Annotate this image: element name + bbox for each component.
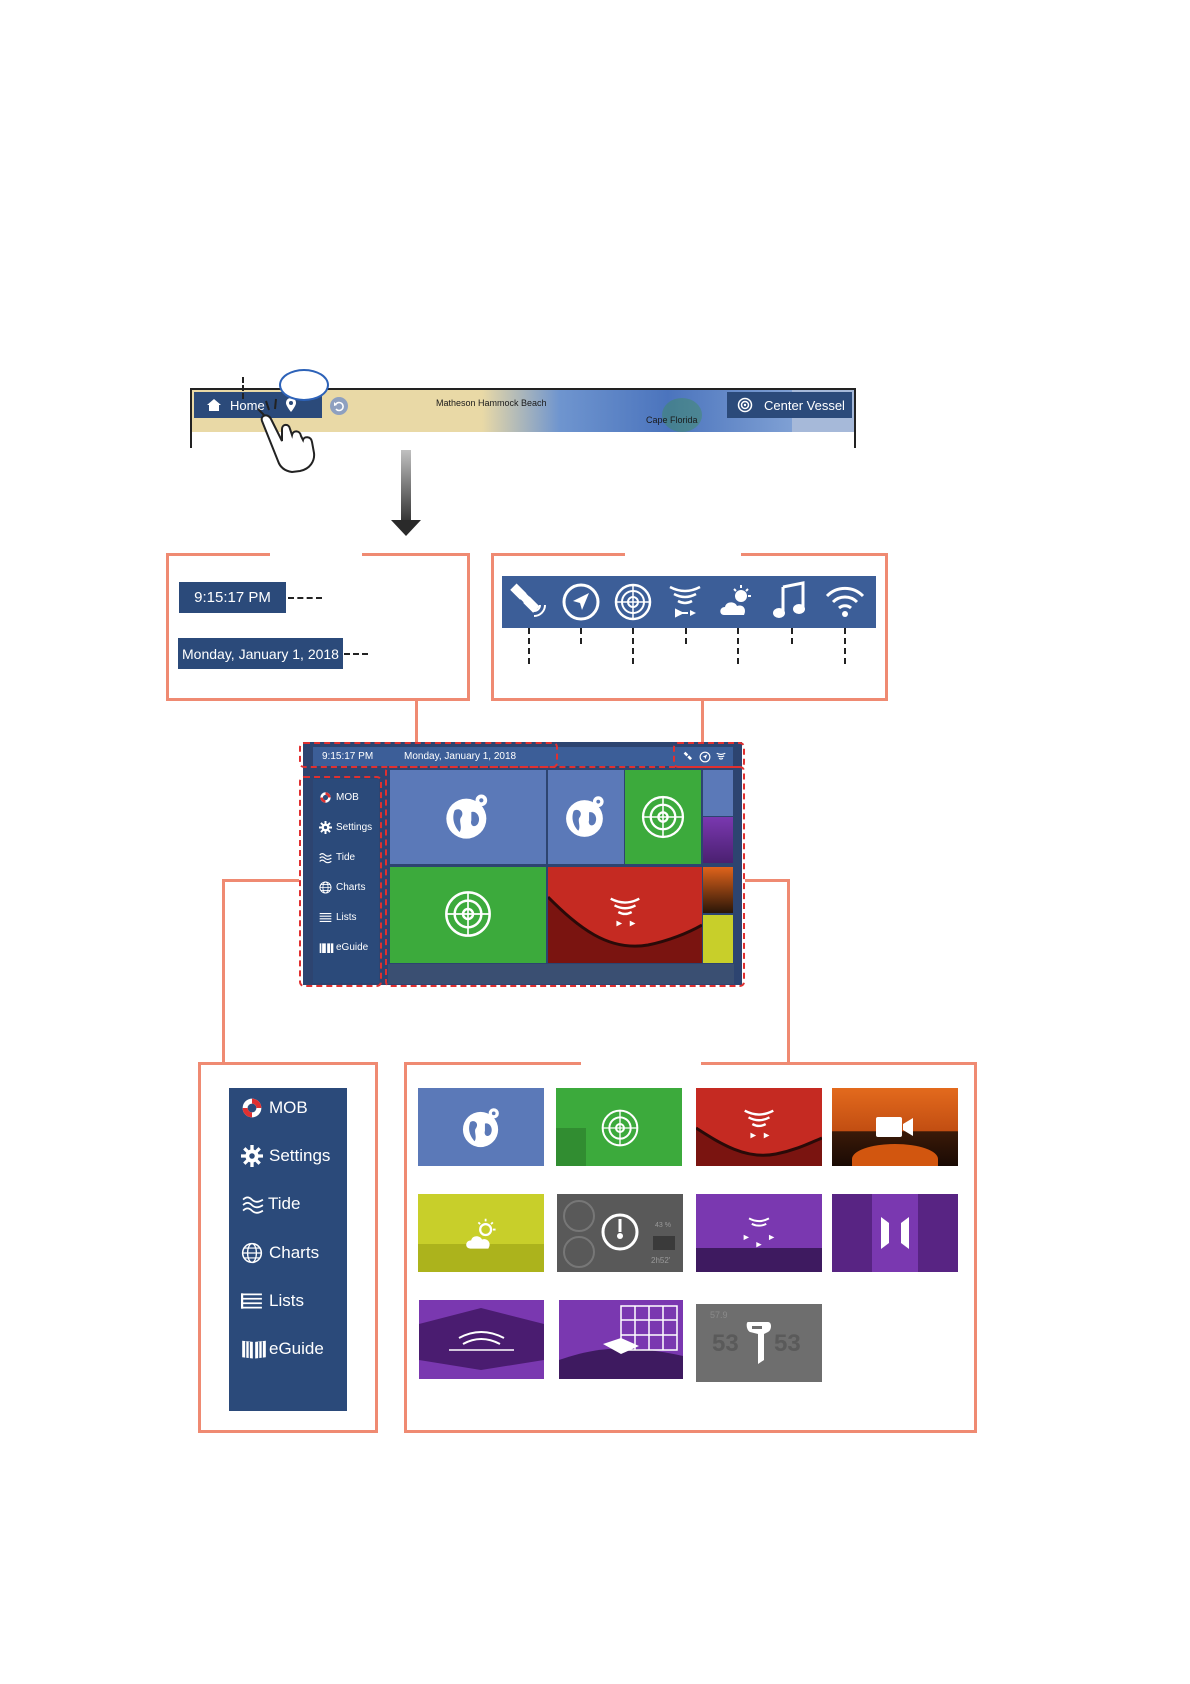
center-vessel-label: Center Vessel xyxy=(764,398,845,413)
weather-icon xyxy=(716,581,758,623)
app-side-scan[interactable] xyxy=(832,1194,958,1272)
list-icon xyxy=(241,1290,263,1312)
app-camera[interactable] xyxy=(832,1088,958,1166)
connector-apps-v xyxy=(787,879,790,1064)
app-chart-radar[interactable] xyxy=(556,1088,682,1166)
status-box-title-gap xyxy=(625,551,741,556)
time-callout-line xyxy=(288,597,322,599)
status-callout-3 xyxy=(632,628,634,664)
status-callout-7 xyxy=(844,628,846,664)
center-vessel-button[interactable]: Center Vessel xyxy=(727,392,852,418)
target-icon xyxy=(737,397,753,413)
connector-menu-h xyxy=(222,879,299,882)
app-engine[interactable]: 57.9 53 53 xyxy=(696,1304,822,1382)
menu-eguide[interactable]: eGuide xyxy=(241,1338,324,1360)
home-icon xyxy=(206,398,222,412)
app-chart[interactable] xyxy=(418,1088,544,1166)
sonar-fish-icon xyxy=(739,1105,779,1145)
globe-pin-icon xyxy=(460,1106,504,1150)
tide-waves-icon xyxy=(241,1193,265,1215)
side-scan-icon xyxy=(875,1213,915,1253)
outboard-motor-icon xyxy=(744,1320,774,1366)
highlight-app-area xyxy=(385,766,745,987)
down-scan-fan xyxy=(419,1300,544,1379)
menu-eguide-label: eGuide xyxy=(269,1339,324,1359)
time-value: 9:15:17 PM xyxy=(194,589,271,606)
connector-apps-h xyxy=(745,879,790,882)
radar-globe-icon xyxy=(600,1108,640,1148)
menu-lists[interactable]: Lists xyxy=(241,1290,304,1312)
datetime-box-title-gap xyxy=(270,551,362,556)
menu-settings-label: Settings xyxy=(269,1146,330,1166)
menu-mob[interactable]: MOB xyxy=(241,1097,308,1119)
date-callout-line xyxy=(344,653,368,655)
highlight-status-icons xyxy=(673,742,745,768)
sidescan-fish-icon xyxy=(738,1213,780,1251)
engine-value-left: 53 xyxy=(712,1330,739,1358)
instrument-percent: 43 % xyxy=(655,1222,671,1229)
instrument-time: 2h52' xyxy=(651,1256,670,1265)
radar-icon xyxy=(612,581,654,623)
status-callout-6 xyxy=(791,628,793,644)
apps-box-title-gap xyxy=(581,1060,701,1065)
down-arrow-head xyxy=(391,520,421,536)
menu-lists-label: Lists xyxy=(269,1291,304,1311)
video-camera-icon xyxy=(875,1115,915,1139)
navigation-icon xyxy=(560,581,602,623)
app-weather[interactable] xyxy=(418,1194,544,1272)
menu-settings[interactable]: Settings xyxy=(241,1145,330,1167)
highlight-datetime xyxy=(299,742,558,768)
app-instruments[interactable]: 43 % 2h52' xyxy=(557,1194,683,1272)
callout-line-home xyxy=(242,377,244,399)
status-callout-1 xyxy=(528,628,530,664)
menu-tide-label: Tide xyxy=(268,1194,300,1214)
down-arrow xyxy=(401,450,411,522)
status-callout-2 xyxy=(580,628,582,644)
date-value: Monday, January 1, 2018 xyxy=(182,646,339,662)
menu-mob-label: MOB xyxy=(269,1098,308,1118)
gauge-icon xyxy=(600,1212,640,1252)
globe-icon xyxy=(241,1242,263,1264)
time-display: 9:15:17 PM xyxy=(179,582,286,613)
wifi-icon xyxy=(824,581,866,623)
weather-cloud-sun-icon xyxy=(460,1216,504,1254)
3d-grid-icon xyxy=(559,1300,683,1379)
app-fish-finder[interactable] xyxy=(696,1088,822,1166)
connector-status xyxy=(701,700,704,742)
gear-icon xyxy=(241,1145,263,1167)
status-callout-4 xyxy=(685,628,687,644)
satellite-icon xyxy=(508,581,550,623)
book-icon xyxy=(241,1338,267,1360)
menu-tide[interactable]: Tide xyxy=(241,1193,300,1215)
app-sidescan-fish-finder[interactable] xyxy=(696,1194,822,1272)
fish-finder-icon xyxy=(664,581,706,623)
map-label-matheson: Matheson Hammock Beach xyxy=(436,398,547,408)
status-callout-5 xyxy=(737,628,739,664)
music-icon xyxy=(769,579,811,621)
highlight-side-menu xyxy=(299,776,382,987)
engine-top-value: 57.9 xyxy=(710,1310,728,1320)
connector-datetime xyxy=(415,700,418,742)
datetime-callout-box xyxy=(166,553,470,701)
mob-lifebuoy-icon xyxy=(241,1097,263,1119)
engine-value-right: 53 xyxy=(774,1330,801,1358)
app-down-scan[interactable] xyxy=(419,1300,544,1379)
tapping-finger-icon xyxy=(252,395,352,473)
map-label-cape-florida: Cape Florida xyxy=(646,415,698,425)
connector-menu-v xyxy=(222,879,225,1064)
menu-charts[interactable]: Charts xyxy=(241,1242,319,1264)
date-display: Monday, January 1, 2018 xyxy=(178,638,343,669)
menu-charts-label: Charts xyxy=(269,1243,319,1263)
app-3d-view[interactable] xyxy=(559,1300,683,1379)
